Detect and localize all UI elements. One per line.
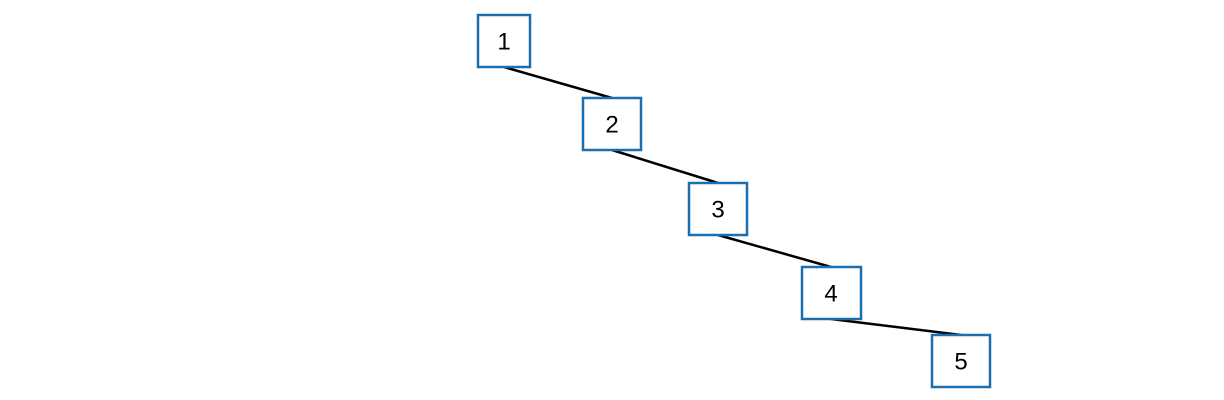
edge-4-5 — [830, 317, 962, 337]
node-4-box — [800, 265, 863, 321]
node-4-label: 4 — [824, 281, 837, 308]
edge-2-3 — [611, 148, 719, 185]
node-2-label: 2 — [605, 112, 618, 139]
node-2: 2 — [581, 96, 643, 152]
node-3-label: 3 — [711, 197, 724, 224]
edges — [503, 65, 962, 337]
node-1-box — [476, 13, 532, 69]
node-5: 5 — [930, 333, 992, 389]
edge-3-4 — [717, 233, 832, 269]
node-3-box — [687, 181, 749, 237]
node-1: 1 — [476, 13, 532, 69]
node-2-box — [581, 96, 643, 152]
node-1-label: 1 — [497, 29, 510, 56]
edge-1-2 — [503, 65, 613, 100]
node-3: 3 — [687, 181, 749, 237]
node-5-label: 5 — [954, 349, 967, 376]
node-5-box — [930, 333, 992, 389]
node-4: 4 — [800, 265, 863, 321]
